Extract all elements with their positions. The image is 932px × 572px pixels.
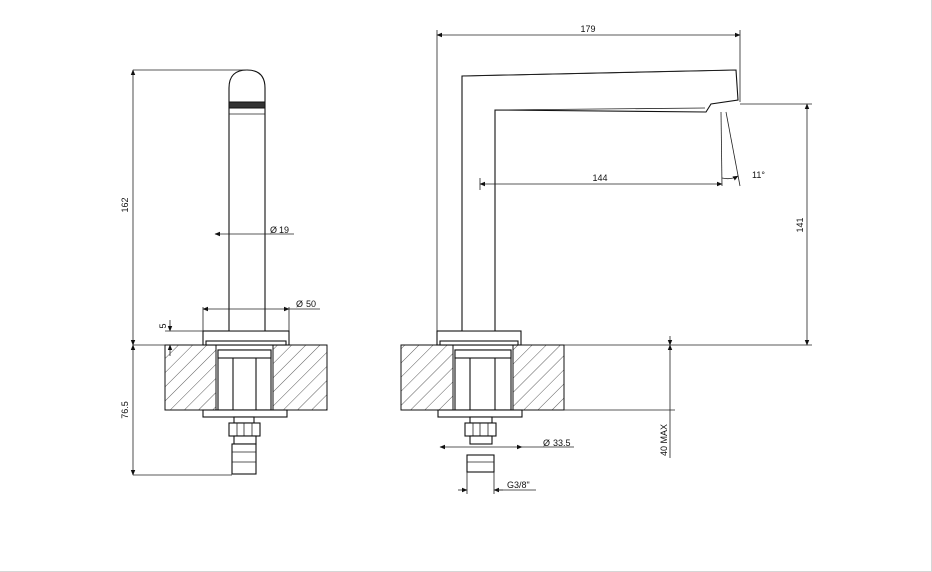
side-aerator	[228, 101, 266, 109]
front-hex-nut	[464, 422, 497, 437]
dim-spout-angle: 11°	[752, 170, 765, 180]
front-connector	[466, 454, 495, 473]
dim-spout-reach: 144	[592, 173, 607, 183]
dim-below-counter: 76.5	[120, 401, 130, 419]
dim-counter-thickness: 40 MAX	[659, 424, 669, 456]
diameter-symbol-icon: Ø	[270, 225, 277, 235]
side-hex-nut	[228, 422, 261, 437]
side-shank	[217, 349, 272, 411]
side-connector	[231, 443, 257, 475]
dim-height-total: 162	[120, 197, 130, 212]
side-spout-body	[228, 69, 266, 332]
diameter-symbol-icon: Ø	[543, 438, 550, 448]
dim-base-diameter: 50	[306, 299, 316, 309]
side-nut-plate	[202, 409, 288, 418]
diameter-symbol-icon: Ø	[296, 299, 303, 309]
side-view: 162 76.5 5 Ø 19 Ø 50	[120, 69, 328, 476]
front-view: 179 144 11° 141 40 MAX Ø 33.5 G3/8"	[400, 24, 812, 494]
dim-spout-height: 141	[795, 217, 805, 232]
front-nut-plate	[437, 409, 523, 418]
dim-shank-diameter: 33.5	[553, 438, 571, 448]
dim-plate-thickness: 5	[158, 323, 168, 328]
front-shank	[454, 349, 512, 411]
dim-spout-diameter: 19	[279, 225, 289, 235]
dim-thread: G3/8"	[507, 480, 530, 490]
dim-width-total: 179	[580, 24, 595, 34]
